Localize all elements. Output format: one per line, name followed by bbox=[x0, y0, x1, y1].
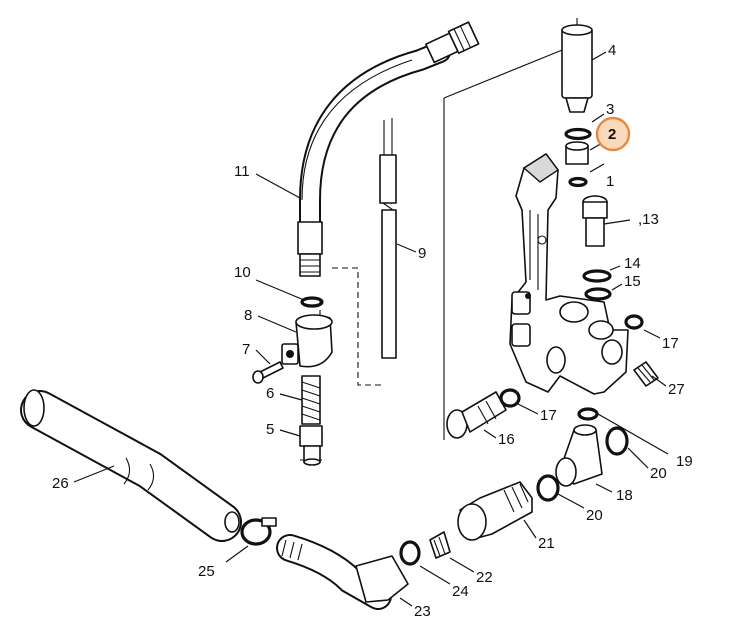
callout-7[interactable]: 7 bbox=[242, 341, 250, 358]
part-2-valve-seat bbox=[565, 141, 589, 165]
part-20-ring-upper bbox=[605, 426, 629, 456]
part-17-ring-right bbox=[624, 314, 644, 330]
part-21-adapter bbox=[457, 481, 533, 541]
highlight-marker bbox=[595, 116, 631, 152]
part-6-spring bbox=[301, 375, 321, 425]
callout-9[interactable]: 9 bbox=[418, 245, 426, 262]
callout-18[interactable]: 18 bbox=[616, 487, 633, 504]
part-4-sleeve bbox=[561, 24, 593, 113]
callout-15[interactable]: 15 bbox=[624, 273, 641, 290]
part-17-ring-left bbox=[499, 388, 521, 408]
callout-22[interactable]: 22 bbox=[476, 569, 493, 586]
part-9-probe bbox=[379, 118, 397, 359]
callout-17-left[interactable]: 17 bbox=[540, 407, 557, 424]
callout-27[interactable]: 27 bbox=[668, 381, 685, 398]
part-26-suction-hose bbox=[20, 389, 242, 542]
part-14-o-ring bbox=[582, 269, 612, 283]
callout-13[interactable]: ,13 bbox=[638, 211, 659, 228]
part-20-ring-lower bbox=[536, 474, 560, 502]
callout-23[interactable]: 23 bbox=[414, 603, 431, 620]
callout-25[interactable]: 25 bbox=[198, 563, 215, 580]
part-27-plug bbox=[633, 361, 659, 387]
part-15-o-ring bbox=[584, 287, 612, 301]
part-5-nipple bbox=[299, 425, 323, 466]
callout-5[interactable]: 5 bbox=[266, 421, 274, 438]
callout-20-upper[interactable]: 20 bbox=[650, 465, 667, 482]
callout-8[interactable]: 8 bbox=[244, 307, 252, 324]
callout-17-right[interactable]: 17 bbox=[662, 335, 679, 352]
part-24-washer bbox=[399, 540, 421, 566]
part-22-filter bbox=[429, 531, 451, 559]
callout-2[interactable]: 2 bbox=[608, 126, 616, 143]
part-25-clamp bbox=[240, 517, 277, 546]
part-11-hose bbox=[297, 21, 480, 277]
callout-6[interactable]: 6 bbox=[266, 385, 274, 402]
part-3-o-ring bbox=[564, 127, 592, 141]
callout-21[interactable]: 21 bbox=[538, 535, 555, 552]
callout-19[interactable]: 19 bbox=[676, 453, 693, 470]
part-1-o-ring bbox=[568, 176, 588, 188]
leader-lines bbox=[73, 51, 669, 607]
part-19-o-ring bbox=[577, 407, 599, 421]
callout-16[interactable]: 16 bbox=[498, 431, 515, 448]
callout-1[interactable]: 1 bbox=[606, 173, 614, 190]
part-23-connector bbox=[276, 534, 409, 610]
part-13-plug bbox=[582, 195, 608, 247]
callout-11[interactable]: 11 bbox=[234, 163, 250, 180]
callout-14[interactable]: 14 bbox=[624, 255, 641, 272]
callout-4[interactable]: 4 bbox=[608, 42, 616, 59]
part-10-o-ring bbox=[300, 296, 324, 308]
pump-body bbox=[509, 153, 629, 395]
callout-3[interactable]: 3 bbox=[606, 101, 614, 118]
part-8-housing bbox=[281, 314, 333, 368]
part-7-screw bbox=[252, 361, 284, 384]
callout-10[interactable]: 10 bbox=[234, 264, 251, 281]
part-16-banjo-bolt bbox=[446, 391, 507, 439]
callout-labels: 1 2 3 4 5 6 7 8 9 10 11 ,13 14 15 16 17 … bbox=[52, 42, 693, 620]
callout-26[interactable]: 26 bbox=[52, 475, 69, 492]
callout-24[interactable]: 24 bbox=[452, 583, 469, 600]
part-18-elbow bbox=[555, 424, 603, 487]
callout-20-lower[interactable]: 20 bbox=[586, 507, 603, 524]
